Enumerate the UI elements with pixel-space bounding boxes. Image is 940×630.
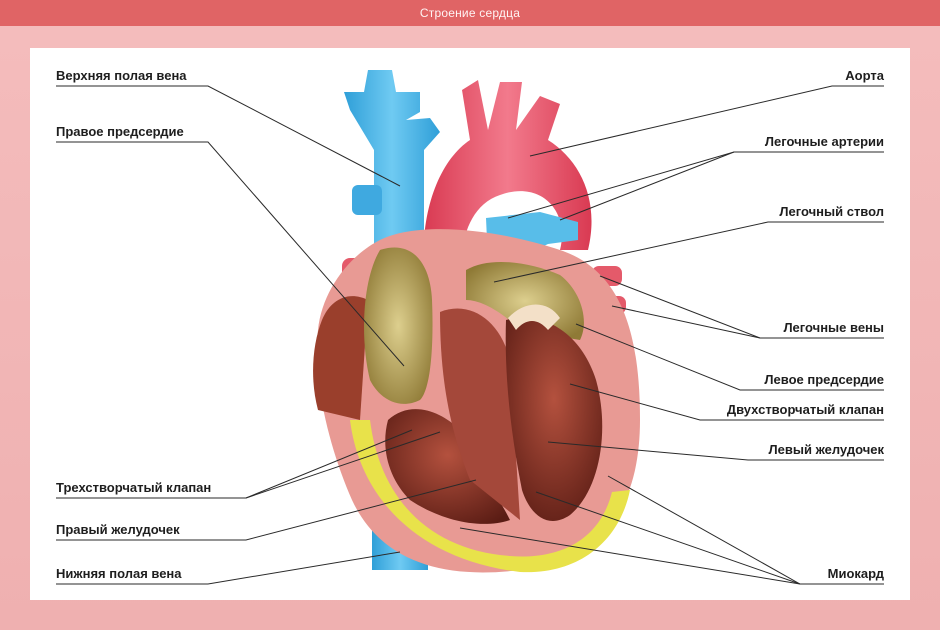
aorta bbox=[423, 80, 592, 270]
label-superior-vena-cava: Верхняя полая вена bbox=[56, 68, 187, 83]
label-tricuspid-valve: Трехстворчатый клапан bbox=[56, 480, 212, 495]
mitral-valve bbox=[508, 304, 560, 330]
label-inferior-vena-cava: Нижняя полая вена bbox=[56, 566, 182, 581]
label-mitral-valve: Двухстворчатый клапан bbox=[726, 402, 884, 417]
septum bbox=[440, 308, 520, 520]
title-bar: Строение сердца bbox=[0, 0, 940, 26]
label-right-ventricle: Правый желудочек bbox=[56, 522, 180, 537]
label-pulmonary-arteries: Легочные артерии bbox=[764, 134, 884, 149]
epicardial-fat bbox=[350, 420, 630, 573]
label-myocardium: Миокард bbox=[827, 566, 884, 581]
label-aorta: Аорта bbox=[845, 68, 884, 83]
label-left-atrium: Левое предсердие bbox=[764, 372, 884, 387]
right-heart-exterior bbox=[313, 296, 368, 420]
right-atrium bbox=[364, 247, 433, 404]
window-title: Строение сердца bbox=[419, 6, 521, 20]
label-pulmonary-trunk: Легочный ствол bbox=[779, 204, 884, 219]
superior-vena-cava bbox=[344, 70, 440, 260]
label-left-ventricle: Левый желудочек bbox=[768, 442, 884, 457]
label-right-atrium: Правое предсердие bbox=[56, 124, 184, 139]
leader-lines bbox=[56, 85, 884, 585]
label-pulmonary-veins: Легочные вены bbox=[783, 320, 884, 335]
left-ventricle bbox=[505, 317, 603, 521]
